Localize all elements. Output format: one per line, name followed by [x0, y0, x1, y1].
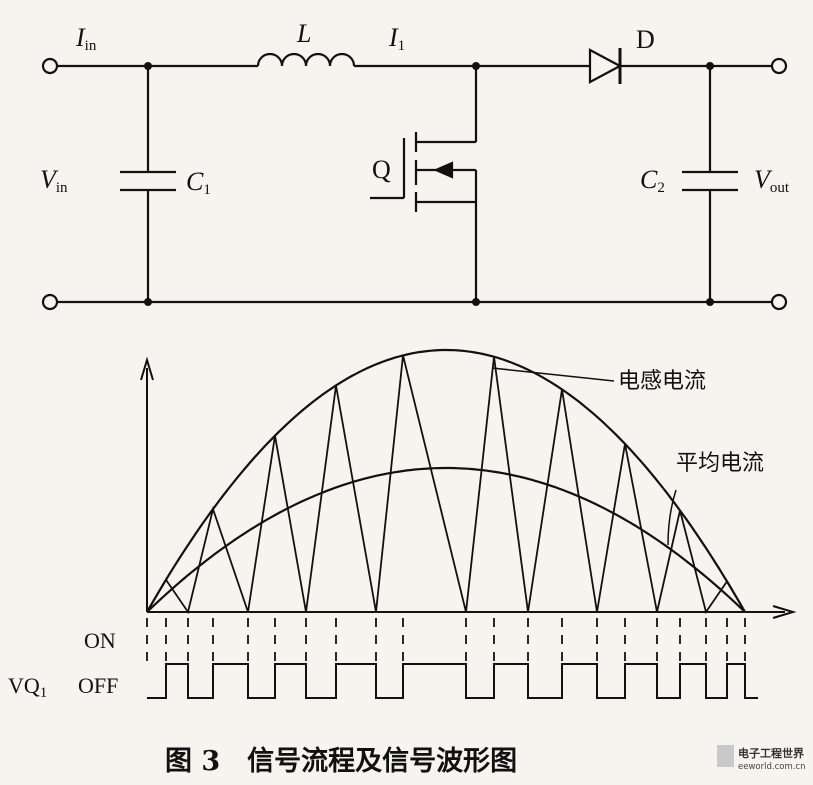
inductor-current-envelope [146, 348, 746, 613]
inductor-current-label: 电感电流 [618, 368, 706, 393]
off-label: OFF [78, 673, 118, 698]
iin-label: Iin [75, 23, 97, 54]
c2-label: C2 [640, 165, 665, 196]
on-label: ON [84, 628, 116, 653]
input-terminal-bottom [41, 293, 59, 311]
c1-label: C1 [186, 167, 211, 198]
boost-converter-circuit [41, 48, 788, 311]
i1-label: I1 [388, 23, 405, 54]
inductor-current-ripple [146, 355, 746, 615]
x-axis-arrow [772, 605, 797, 619]
average-current-curve [146, 466, 746, 613]
watermark-logo-icon [717, 745, 734, 767]
figure-caption: 图 3 信号流程及信号波形图 [165, 746, 517, 777]
waveform-diagram [140, 348, 797, 699]
eeworld-watermark: 电子工程世界 eeworld.com.cn [717, 745, 805, 772]
svg-text:电子工程世界: 电子工程世界 [738, 746, 804, 760]
inductor-current-leader [491, 367, 615, 382]
vq1-switching-waveform [147, 663, 758, 699]
vq1-label: VQ1 [8, 673, 47, 701]
switch-transition-dashes [146, 618, 746, 662]
output-terminal-top [770, 57, 788, 75]
mosfet-arrow [433, 161, 454, 179]
inductor-coil [256, 52, 356, 67]
vout-label: Vout [754, 165, 790, 196]
diode-label: D [636, 25, 655, 54]
output-terminal-bottom [770, 293, 788, 311]
input-terminal-top [41, 57, 59, 75]
svg-text:eeworld.com.cn: eeworld.com.cn [738, 762, 805, 772]
inductor-label: L [296, 19, 311, 48]
average-current-leader [667, 489, 677, 546]
y-axis-arrow [140, 356, 154, 381]
diode-triangle [588, 48, 623, 84]
vin-label: Vin [40, 165, 68, 196]
switch-q-label: Q [372, 155, 391, 184]
average-current-label: 平均电流 [676, 450, 764, 475]
